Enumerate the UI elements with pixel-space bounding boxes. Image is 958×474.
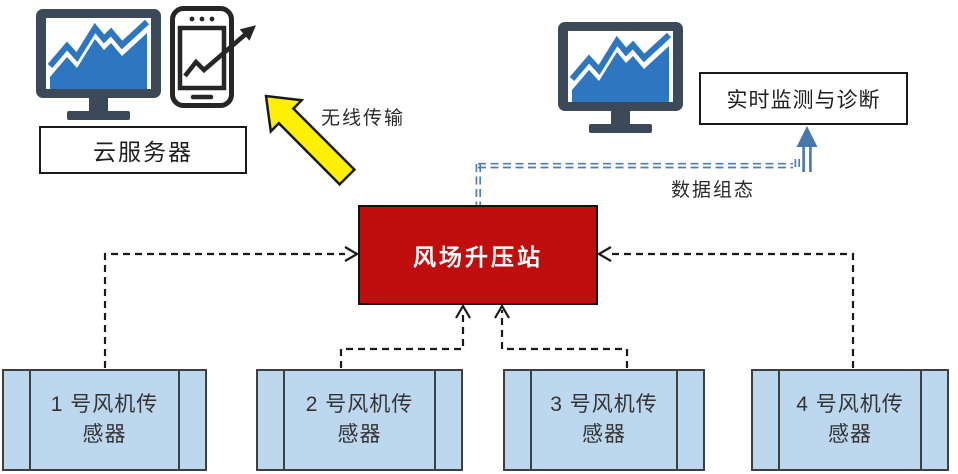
data-configuration-link <box>475 156 801 205</box>
cloud-server-label: 云服务器 <box>93 139 193 165</box>
booster-station-box: 风场升压站 <box>358 205 598 305</box>
connector-sensor4-to-station <box>611 252 855 368</box>
sensor-side-bar <box>920 371 922 469</box>
cloud-server-box: 云服务器 <box>39 126 247 174</box>
connector-sensor3-to-station <box>500 310 629 368</box>
monitor-chart-icon <box>558 22 683 133</box>
sensor-side-bar <box>29 371 31 469</box>
sensor-label: 3 号风机传感器 <box>550 393 658 446</box>
realtime-monitoring-label: 实时监测与诊断 <box>726 88 881 112</box>
realtime-monitoring-box: 实时监测与诊断 <box>699 72 908 125</box>
sensor-label: 1 号风机传感器 <box>50 393 159 446</box>
sensor-label: 4 号风机传感器 <box>796 393 904 446</box>
monitor-chart-icon <box>36 9 161 120</box>
smartphone-chart-icon <box>173 9 257 106</box>
sensor-box-2: 2 号风机传感器 <box>256 369 463 471</box>
sensor-side-bar <box>778 371 780 469</box>
sensor-side-bar <box>530 371 532 469</box>
booster-station-label: 风场升压站 <box>413 244 543 270</box>
sensor-box-4: 4 号风机传感器 <box>751 369 949 471</box>
sensor-side-bar <box>283 371 285 469</box>
connector-sensor2-to-station <box>339 310 465 368</box>
sensor-box-1: 1 号风机传感器 <box>2 369 207 471</box>
data-configuration-label: 数据组态 <box>671 180 756 201</box>
connector-sensor1-to-station <box>103 252 345 368</box>
wireless-transmission-arrow <box>264 94 357 187</box>
wireless-transmission-label: 无线传输 <box>321 108 406 129</box>
sensor-side-bar <box>676 371 678 469</box>
data-flow-arrow-icon <box>796 126 818 172</box>
sensor-label: 2 号风机传感器 <box>305 393 414 446</box>
sensor-box-3: 3 号风机传感器 <box>503 369 705 471</box>
sensor-side-bar <box>434 371 436 469</box>
connector-arrowheads <box>344 246 612 319</box>
sensor-side-bar <box>178 371 180 469</box>
